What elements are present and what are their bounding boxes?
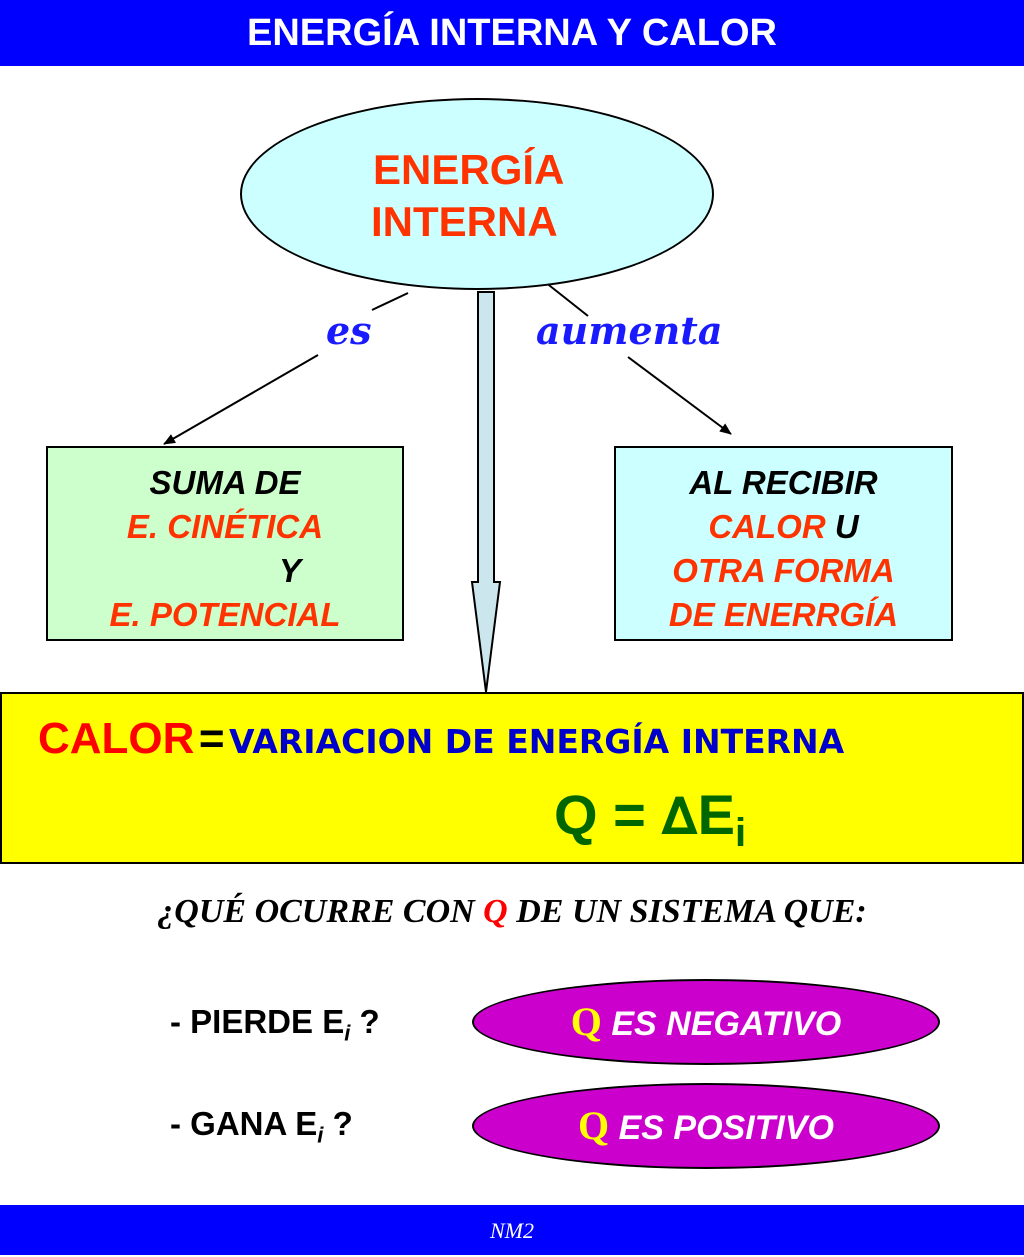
right-box-line1: AL RECIBIR [689, 464, 878, 501]
case-lose-suffix: ? [350, 1003, 380, 1040]
case-gain-suffix: ? [323, 1105, 353, 1142]
formula-q: Q [554, 783, 598, 846]
left-box-line3: Y [278, 552, 301, 589]
connector-label-es: es [326, 308, 372, 353]
left-box-line4: E. POTENCIAL [109, 596, 341, 633]
question-suffix: DE UN SISTEMA QUE: [516, 893, 867, 930]
answer-positive-q: Q [578, 1103, 610, 1148]
page-title: ENERGÍA INTERNA Y CALOR [0, 0, 1024, 66]
right-box-u: U [834, 508, 859, 545]
answer-positive: Q ES POSITIVO [472, 1083, 940, 1169]
question-prefix: ¿QUÉ OCURRE CON [157, 893, 475, 930]
answer-negative-q: Q [570, 999, 602, 1044]
left-box-line1: SUMA DE [149, 464, 301, 501]
right-box-calor: CALOR [708, 508, 826, 545]
answer-negative: Q ES NEGATIVO [472, 979, 940, 1065]
central-label-line2: INTERNA [371, 198, 558, 245]
left-box-line2: E. CINÉTICA [126, 508, 324, 545]
definition-text: VARIACION DE ENERGÍA INTERNA [229, 722, 845, 761]
arrow-to-right-box [627, 356, 732, 435]
formula-equals: = [613, 783, 646, 846]
question-text: ¿QUÉ OCURRE CON Q DE UN SISTEMA QUE: [0, 893, 1024, 931]
central-label-line1: ENERGÍA [373, 146, 565, 193]
line-to-es [371, 292, 409, 311]
answer-negative-text: ES NEGATIVO [611, 1005, 842, 1043]
formula-e: E [697, 783, 735, 846]
formula-subscript: i [734, 811, 747, 856]
answer-positive-text: ES POSITIVO [618, 1109, 834, 1147]
delta-symbol: ∆ [661, 787, 698, 847]
down-arrow [470, 291, 502, 693]
heat-input-box: AL RECIBIR CALOR U OTRA FORMA DE ENERRGÍ… [614, 446, 953, 641]
arrow-to-left-box [163, 354, 319, 445]
right-box-line3: OTRA FORMA [672, 552, 895, 589]
case-lose-sub: i [344, 1020, 351, 1046]
case-gain-energy: - GANA Ei ? [170, 1105, 353, 1149]
calor-word: CALOR [38, 714, 195, 763]
case-lose-prefix: - PIERDE E [170, 1003, 345, 1040]
question-q: Q [483, 893, 508, 930]
equals-sign: = [198, 714, 225, 763]
footer-label: NM2 [0, 1205, 1024, 1255]
definition-line: CALOR = VARIACION DE ENERGÍA INTERNA [38, 714, 844, 764]
case-lose-energy: - PIERDE Ei ? [170, 1003, 380, 1047]
case-gain-sub: i [317, 1122, 324, 1148]
definition-box: CALOR = VARIACION DE ENERGÍA INTERNA Q =… [0, 692, 1024, 864]
connector-label-aumenta: aumenta [536, 308, 723, 353]
heat-formula: Q = ∆Ei [554, 782, 746, 856]
right-box-line4: DE ENERRGÍA [668, 596, 899, 633]
central-ellipse [240, 98, 714, 290]
case-gain-prefix: - GANA E [170, 1105, 318, 1142]
kinetic-potential-box: SUMA DE E. CINÉTICA Y E. POTENCIAL [46, 446, 404, 641]
